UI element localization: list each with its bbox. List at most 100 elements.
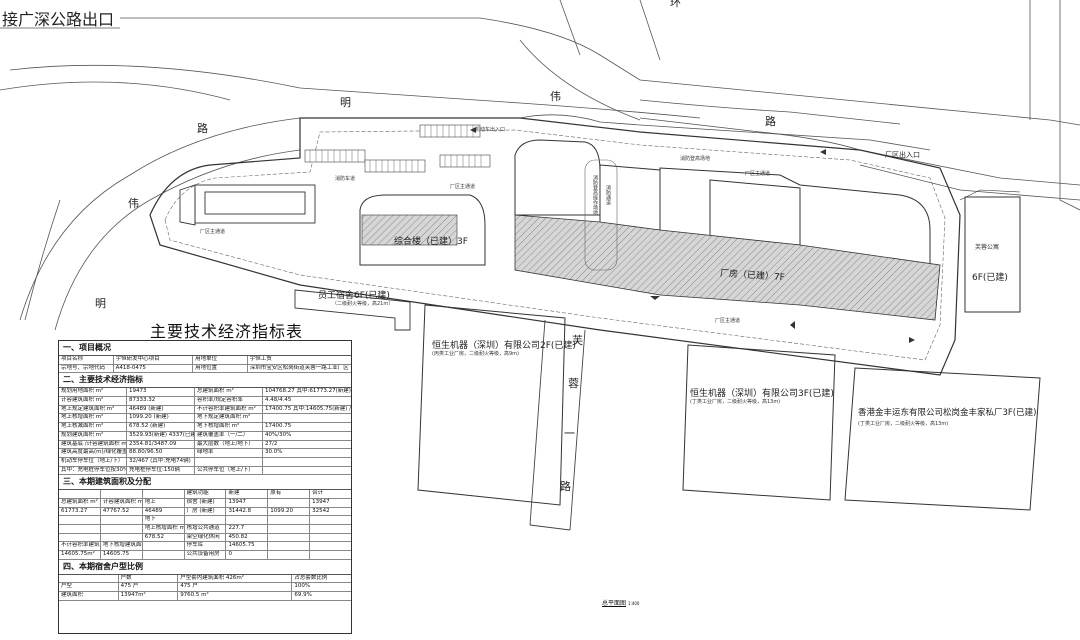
table-cell: 宇恒研发中心项目 (114, 356, 194, 364)
drawing-caption-scale: 1:400 (627, 601, 640, 606)
table-cell (268, 551, 311, 559)
table-cell: 47767.52 (101, 507, 143, 516)
table-cell: 1099.20 (新建) (127, 414, 195, 423)
table-cell: 475 户 (178, 583, 293, 592)
table-cell: 地上 (143, 498, 185, 507)
road-edge (120, 17, 1080, 126)
road-label-lu: 路 (197, 122, 208, 135)
table-cell (59, 533, 101, 542)
table-cell: 原有 (268, 490, 311, 498)
table-cell (185, 516, 227, 524)
table-cell: 地下核增面积 m² (195, 423, 263, 431)
fire-lane-label: 消防登高场地 (680, 156, 711, 162)
road-label-ming-left: 明 (95, 297, 106, 310)
table-cell: 计容建筑面积 m² (102, 498, 143, 507)
hk-jinfeng-label: 香港金丰运东有限公司松岗金丰家私厂3F(已建) (858, 408, 1037, 418)
table-cell: 不计容积率建筑面积 m² (61, 542, 101, 551)
table-cell (263, 467, 351, 475)
road-label-ming: 明 (340, 96, 351, 109)
table-cell: 3529.93(新建) 4337(已建) (129, 431, 195, 440)
table-cell (268, 533, 311, 542)
table-cell: 容积率/规定容积率 (195, 397, 263, 405)
hengsheng-3f-outline (682, 344, 836, 501)
table-cell (59, 574, 119, 583)
table-cell: 40%/30% (265, 431, 292, 438)
staff-dorm-sublabel: （二级耐火等级，高21m） (332, 301, 394, 307)
staff-dorm-outline (294, 289, 411, 331)
table-cell: 建筑高度最高(m)/绿化覆盖率 (61, 449, 127, 457)
table-row: 项目名称宇恒研发中心项目用地单位宇恒工贸 (59, 356, 351, 365)
hk-jinfeng-sublabel: (丁类工业厂房，二级耐火等级，高13m) (858, 421, 949, 427)
table-cell: 机动车停车位（地上/下） (59, 457, 127, 466)
table-cell: 占总套数比例 (294, 574, 328, 581)
road-edge (19, 117, 301, 321)
vertical-note: 消防通道 (605, 185, 611, 205)
inner-boundary (164, 129, 946, 361)
road-label-yi: 一 (564, 427, 575, 440)
table-cell: 19473 (127, 388, 195, 397)
table-cell: 227.7 (226, 525, 269, 533)
table-cell: 地下规定建筑面积 m² (195, 414, 263, 423)
table-cell: 核增公共通道 (185, 525, 227, 533)
table-cell: 停车库 (185, 542, 227, 551)
table-cell: 678.52 (新建) (127, 423, 195, 431)
right-building-top-label: 芙蓉公寓 (975, 244, 1000, 251)
fire-lane-label: 消防车道 (335, 176, 356, 182)
table-cell (310, 542, 351, 550)
table-cell: 14605.75 (226, 542, 269, 551)
table-cell: 475 户 (119, 583, 179, 592)
table-cell: 不计容积率建筑面积 m² (195, 405, 263, 414)
entrance-small-label: 机动车出入口 (475, 127, 506, 133)
table-row: 机动车停车位（地上/下）32/467 (其中:充电74辆) (59, 457, 351, 467)
section-heading: 二、主要技术经济指标 (59, 373, 351, 389)
table-cell (310, 516, 351, 524)
table-cell: 9760.5 m² (178, 592, 293, 600)
hengsheng-2f-outline (417, 304, 566, 506)
table-cell: 46489 (143, 507, 185, 516)
road-edge (24, 199, 61, 321)
fire-lane-label: 厂区主通道 (715, 318, 741, 324)
section-heading: 一、项目概况 (59, 341, 351, 356)
table-cell (101, 516, 143, 524)
table-cell (263, 458, 351, 466)
table-cell: 地上规定建筑面积 m² (59, 405, 127, 414)
hk-jinfeng-outline (844, 367, 1041, 511)
table-cell: 其中：充电桩停车位按30% (61, 466, 127, 475)
table-cell: 14605.75 (101, 551, 143, 559)
table-cell: 最大层数（地上/地下） (195, 440, 263, 449)
table-cell (268, 525, 311, 533)
section-heading: 三、本期建筑面积及分配 (59, 475, 351, 491)
table-cell: 30.0% (265, 449, 283, 456)
table-cell (143, 551, 185, 559)
table-cell: 规划用地面积 m² (59, 388, 127, 397)
table-cell: 13947 (312, 498, 330, 505)
table-cell: 450.82 (226, 533, 269, 542)
table-cell (310, 525, 351, 533)
table-cell: 规划建筑面积 m² (59, 431, 127, 440)
hengsheng-3f-sublabel: (丁类工业厂房，二级耐火等级，高13m) (690, 399, 781, 405)
table-cell (195, 457, 263, 466)
table-cell (59, 525, 101, 533)
table-cell: 69.9% (294, 592, 312, 599)
table-cell: 地下核增建筑面积 m² (102, 542, 143, 551)
table-cell: 27/2 (265, 440, 278, 447)
table-cell: 87333.32 (127, 397, 195, 405)
table-cell (263, 414, 351, 422)
table-cell: 项目名称 (59, 356, 114, 364)
table-row: 建筑功能新建原有合计 (59, 490, 351, 499)
site-boundary (149, 117, 961, 376)
